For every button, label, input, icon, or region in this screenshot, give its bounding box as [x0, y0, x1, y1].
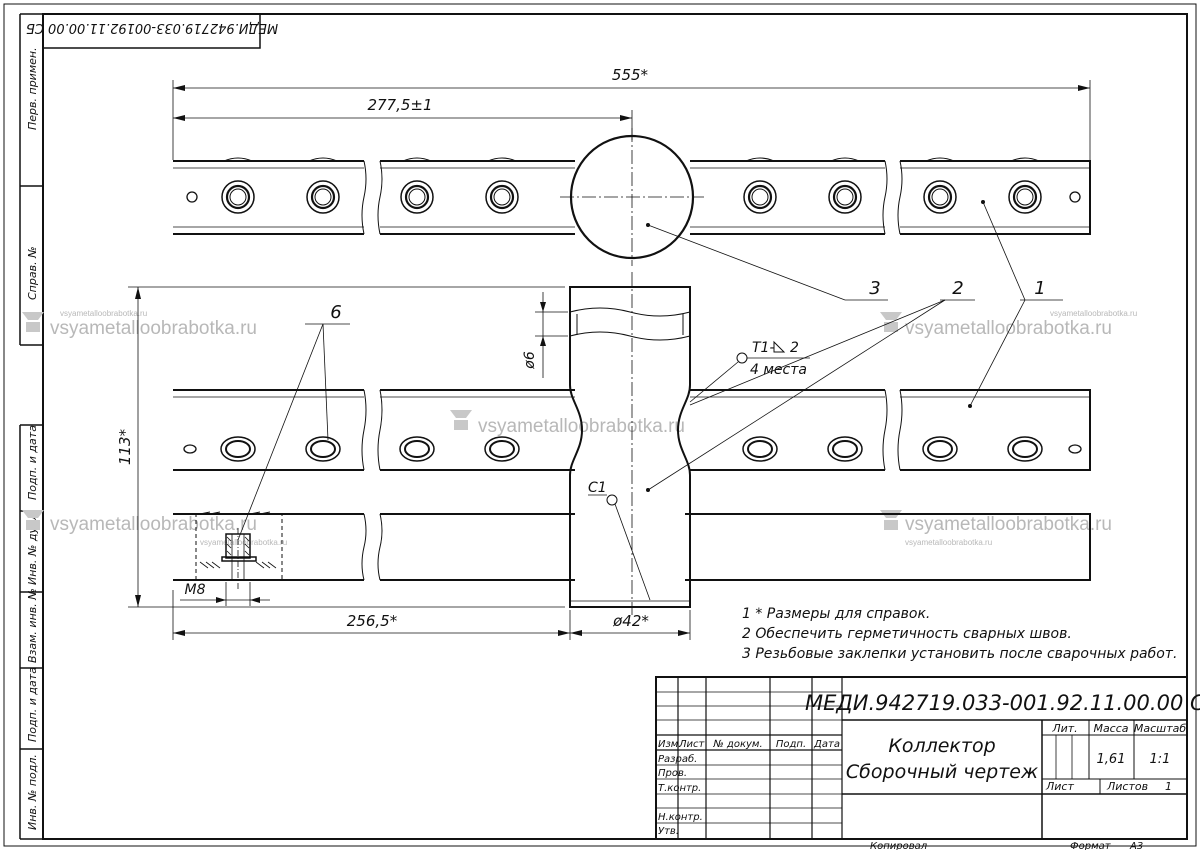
top-stamp: МЕДИ.942719.033-00192.11.00.00 СБ	[26, 13, 278, 49]
tb-format-label: Формат	[1070, 841, 1112, 850]
callout-item-2: 2	[952, 278, 963, 299]
weld-c1: C1	[588, 480, 607, 496]
top-view	[173, 128, 1091, 266]
top-stamp-text: МЕДИ.942719.033-00192.11.00.00 СБ	[26, 20, 278, 35]
side-label-perv-primen: Перв. примен.	[26, 47, 39, 130]
side-label-podp-data-1: Подп. и дата	[26, 425, 39, 500]
rivets-front	[220, 436, 1043, 462]
tb-name-line1: Коллектор	[888, 735, 995, 757]
tb-scale-value: 1:1	[1150, 752, 1171, 767]
tb-col-izm: Изм.	[658, 739, 682, 750]
watermark-4s: vsyametalloobrabotka.ru	[200, 538, 287, 547]
dim-overall-length: 555*	[612, 66, 649, 84]
watermark-2: vsyametalloobrabotka.ru	[905, 318, 1112, 339]
watermarks: vsyametalloobrabotka.ru vsyametalloobrab…	[22, 309, 1137, 547]
top-dimensions: 555* 277,5±1	[172, 66, 1091, 160]
side-label-podp-data-2: Подп. и дата	[26, 667, 39, 742]
front-view	[173, 272, 1091, 615]
tb-col-doc: № докум.	[712, 739, 762, 750]
watermark-1s: vsyametalloobrabotka.ru	[60, 309, 147, 318]
tb-sheets-value: 1	[1165, 780, 1172, 793]
side-label-sprav: Справ. №	[26, 246, 39, 300]
dim-bottom-length: 256,5*	[347, 612, 398, 630]
tb-format-value: A3	[1129, 841, 1143, 850]
note-1: 1 * Размеры для справок.	[742, 606, 930, 622]
watermark-5: vsyametalloobrabotka.ru	[905, 514, 1112, 535]
watermark-2s: vsyametalloobrabotka.ru	[1050, 309, 1137, 318]
tb-sheet-label: Лист	[1045, 780, 1074, 793]
watermark-4: vsyametalloobrabotka.ru	[50, 514, 257, 535]
weld-leg: 2	[790, 340, 799, 356]
tb-col-list: Лист	[678, 739, 706, 750]
callout-item-3: 3	[869, 278, 880, 299]
tb-scale-label: Масштаб	[1134, 722, 1186, 735]
tb-col-data: Дата	[813, 739, 840, 750]
tb-mass-value: 1,61	[1097, 752, 1126, 767]
tb-row-tkontr: Т.контр.	[658, 783, 701, 794]
watermark-1: vsyametalloobrabotka.ru	[50, 318, 257, 339]
outer-frame	[3, 3, 1197, 847]
dim-tube-diameter: ø42*	[612, 612, 649, 630]
dim-half-length: 277,5±1	[367, 96, 432, 114]
tb-row-utv: Утв.	[658, 826, 679, 837]
front-dimensions: 113* 256,5* ø42* ø6 M8	[116, 286, 691, 640]
tb-mass-label: Масса	[1093, 722, 1128, 735]
rivet-section	[195, 511, 283, 590]
tb-row-prov: Пров.	[658, 768, 687, 779]
side-strip: Перв. примен. Справ. № Подп. и дата Инв.…	[19, 13, 43, 840]
tb-row-nkontr: Н.контр.	[658, 812, 703, 823]
callout-item-6: 6	[330, 302, 341, 323]
tb-row-razrab: Разраб.	[658, 753, 697, 765]
rivets-top	[221, 157, 1042, 214]
tb-name-line2: Сборочный чертеж	[846, 761, 1038, 783]
tb-sheets-label: Листов	[1106, 780, 1148, 793]
title-block: МЕДИ.942719.033-001.92.11.00.00 СБ Колле…	[655, 676, 1200, 850]
inner-frame	[42, 13, 1188, 840]
tb-designation: МЕДИ.942719.033-001.92.11.00.00 СБ	[805, 691, 1200, 715]
dim-height: 113*	[116, 428, 134, 465]
callouts: 1 2 3 6 T1- 2 4 места C1	[237, 200, 1063, 601]
tb-copied: Копировал	[870, 841, 928, 850]
note-2: 2 Обеспечить герметичность сварных швов.	[742, 626, 1072, 642]
notes: 1 * Размеры для справок. 2 Обеспечить ге…	[742, 606, 1177, 662]
watermark-5s: vsyametalloobrabotka.ru	[905, 538, 992, 547]
side-label-inv-podl: Инв. № подл.	[26, 754, 39, 830]
callout-item-1: 1	[1034, 278, 1045, 299]
weld-places: 4 места	[750, 362, 807, 378]
dim-hole-diameter: ø6	[522, 351, 538, 370]
note-3: 3 Резьбовые заклепки установить после св…	[742, 646, 1177, 662]
tb-lit-label: Лит.	[1051, 722, 1077, 735]
tb-col-podp: Подп.	[776, 739, 806, 750]
dim-thread: M8	[185, 582, 206, 598]
side-label-vzam-inv: Взам. инв. №	[26, 588, 39, 663]
weld-symbol: T1-	[752, 340, 775, 356]
